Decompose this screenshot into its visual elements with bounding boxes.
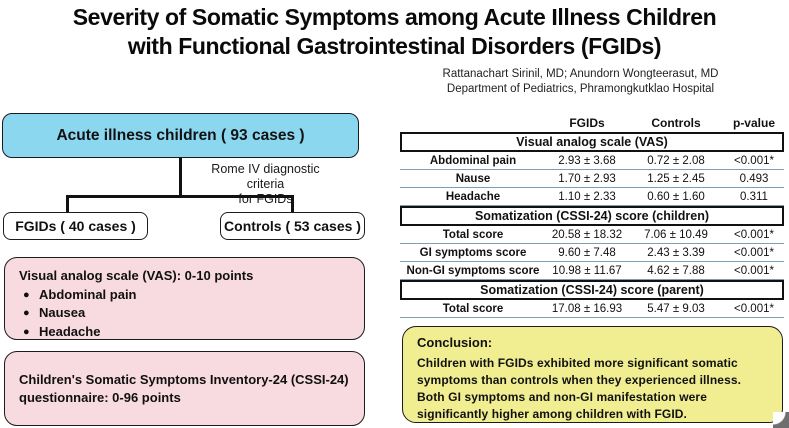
branch-label-line1: Rome IV diagnostic criteria [211, 162, 320, 191]
cell-controls: 5.47 ± 9.03 [647, 302, 705, 315]
cell-pvalue: <0.001* [734, 246, 774, 259]
list-item: ● Headache [19, 323, 354, 342]
row-label: Nause [455, 172, 491, 185]
row-label: Total score [442, 302, 504, 315]
bullet-icon: ● [23, 288, 30, 301]
col-header-pvalue: p-value [732, 116, 775, 130]
table-row: Non-GI symptoms score 10.98 ± 11.67 4.62… [400, 262, 784, 280]
poster-title-line2: with Functional Gastrointestinal Disorde… [127, 33, 662, 59]
list-item: ● Nausea [19, 304, 354, 323]
bullet-icon: ● [23, 307, 30, 319]
vas-info-title: Visual analog scale (VAS): 0-10 points [19, 268, 254, 283]
cell-controls: 0.60 ± 1.60 [647, 190, 705, 203]
cell-fgids: 1.10 ± 2.33 [558, 190, 616, 203]
cell-fgids: 20.58 ± 18.32 [551, 228, 623, 241]
cell-fgids: 9.60 ± 7.48 [558, 246, 616, 259]
table-row: Abdominal pain 2.93 ± 3.68 0.72 ± 2.08 <… [400, 152, 784, 170]
conclusion-box: Conclusion: Children with FGIDs exhibite… [402, 326, 783, 423]
conclusion-body: Children with FGIDs exhibited more signi… [417, 356, 742, 421]
cell-pvalue: <0.001* [734, 302, 774, 315]
cell-controls: 4.62 ± 7.88 [647, 264, 705, 277]
flowchart-root-label: Acute illness children ( 93 cases ) [56, 126, 305, 144]
flowchart-controls-node: Controls ( 53 cases ) [220, 212, 365, 240]
cssi-info-line2: questionnaire: 0-96 points [19, 389, 181, 405]
table-row: Nause 1.70 ± 2.93 1.25 ± 2.45 0.493 [400, 170, 784, 188]
bullet-icon: ● [23, 325, 30, 338]
controls-node-label: Controls ( 53 cases ) [224, 218, 361, 234]
table-row: GI symptoms score 9.60 ± 7.48 2.43 ± 3.3… [400, 244, 784, 262]
table-section-header: Somatization (CSSI-24) score (parent) [400, 280, 784, 300]
col-header-fgids: FGIDs [569, 116, 605, 130]
author-block: Rattanachart Sirinil, MD; Anundorn Wongt… [380, 67, 781, 97]
cell-controls: 0.72 ± 2.08 [647, 154, 705, 167]
cell-pvalue: <0.001* [734, 264, 774, 277]
flowchart-root-node: Acute illness children ( 93 cases ) [2, 113, 359, 158]
cell-controls: 7.06 ± 10.49 [644, 228, 708, 241]
flowchart-fgids-node: FGIDs ( 40 cases ) [3, 212, 148, 240]
fgids-node-label: FGIDs ( 40 cases ) [15, 218, 136, 234]
vas-bullet-list: ● Abdominal pain ● Nausea ● Headache [19, 286, 354, 342]
conclusion-label: Conclusion: [417, 335, 493, 350]
flowchart-drop-right [291, 195, 294, 213]
list-item: ● Abdominal pain [19, 286, 354, 305]
cell-controls: 2.43 ± 3.39 [647, 246, 705, 259]
cell-pvalue: 0.493 [739, 172, 769, 185]
cssi-info-box: Children's Somatic Symptoms Inventory-24… [4, 351, 365, 426]
cell-fgids: 2.93 ± 3.68 [558, 154, 616, 167]
author-names: Rattanachart Sirinil, MD; Anundorn Wongt… [442, 68, 719, 80]
page-corner-artifact [773, 412, 789, 428]
cell-pvalue: <0.001* [734, 154, 774, 167]
table-section-header: Somatization (CSSI-24) score (children) [400, 206, 784, 226]
table-header-row: FGIDs Controls p-value [400, 114, 784, 132]
poster-title-line1: Severity of Somatic Symptoms among Acute… [72, 4, 717, 30]
flowchart-drop-left [66, 195, 69, 213]
author-affiliation: Department of Pediatrics, Phramongkutkla… [446, 83, 715, 95]
cell-pvalue: <0.001* [734, 228, 774, 241]
cell-controls: 1.25 ± 2.45 [647, 172, 705, 185]
flowchart-branch-label: Rome IV diagnostic criteria for FGIDs [193, 162, 338, 207]
cssi-info-line1: Children's Somatic Symptoms Inventory-24… [19, 371, 349, 387]
row-label: Non-GI symptoms score [406, 264, 540, 277]
col-header-controls: Controls [651, 116, 701, 130]
flowchart-cross-line [66, 195, 294, 198]
table-row: Total score 20.58 ± 18.32 7.06 ± 10.49 <… [400, 226, 784, 244]
results-table: FGIDs Controls p-value Visual analog sca… [400, 114, 784, 318]
cell-fgids: 1.70 ± 2.93 [558, 172, 616, 185]
row-label: Abdominal pain [429, 154, 517, 167]
vas-info-box: Visual analog scale (VAS): 0-10 points ●… [4, 257, 365, 340]
cell-fgids: 10.98 ± 11.67 [552, 264, 622, 277]
cell-pvalue: 0.311 [740, 190, 768, 203]
row-label: Headache [445, 190, 501, 203]
flowchart-stem-line [179, 158, 182, 196]
bullet-text: Abdominal pain [39, 286, 137, 302]
table-row: Headache 1.10 ± 2.33 0.60 ± 1.60 0.311 [400, 188, 784, 206]
bullet-text: Nausea [39, 305, 86, 320]
poster-title: Severity of Somatic Symptoms among Acute… [0, 3, 789, 60]
table-row: Total score 17.08 ± 16.93 5.47 ± 9.03 <0… [400, 300, 784, 318]
bullet-text: Headache [39, 323, 101, 339]
row-label: GI symptoms score [419, 246, 527, 259]
table-section-header: Visual analog scale (VAS) [400, 132, 784, 152]
row-label: Total score [442, 228, 504, 241]
cell-fgids: 17.08 ± 16.93 [551, 302, 623, 315]
